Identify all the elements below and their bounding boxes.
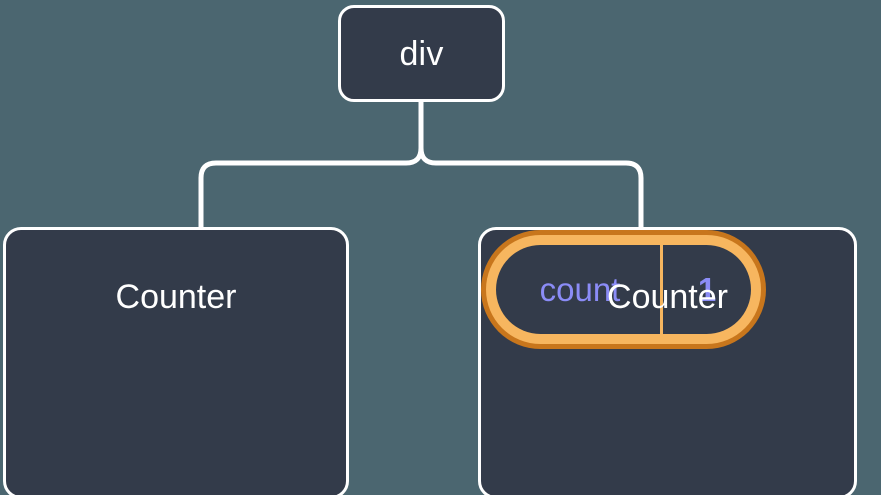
node-div[interactable]: div — [338, 5, 505, 102]
state-pill-right[interactable]: count 1 — [481, 230, 766, 349]
state-pill-right-ring: count 1 — [486, 235, 761, 344]
state-key-right: count — [539, 270, 621, 308]
connector-left-branch — [198, 99, 424, 230]
node-counter-right[interactable]: Counter count 1 — [478, 227, 857, 495]
node-counter-left[interactable]: Counter count 0 — [3, 227, 349, 495]
node-counter-right-label: Counter — [607, 278, 728, 316]
node-div-label: div — [399, 34, 444, 73]
node-counter-left-label: Counter — [115, 278, 237, 316]
state-value-right: 1 — [660, 245, 751, 334]
connector-right-branch — [418, 99, 644, 230]
state-pill-right-inner: count 1 — [496, 245, 751, 334]
